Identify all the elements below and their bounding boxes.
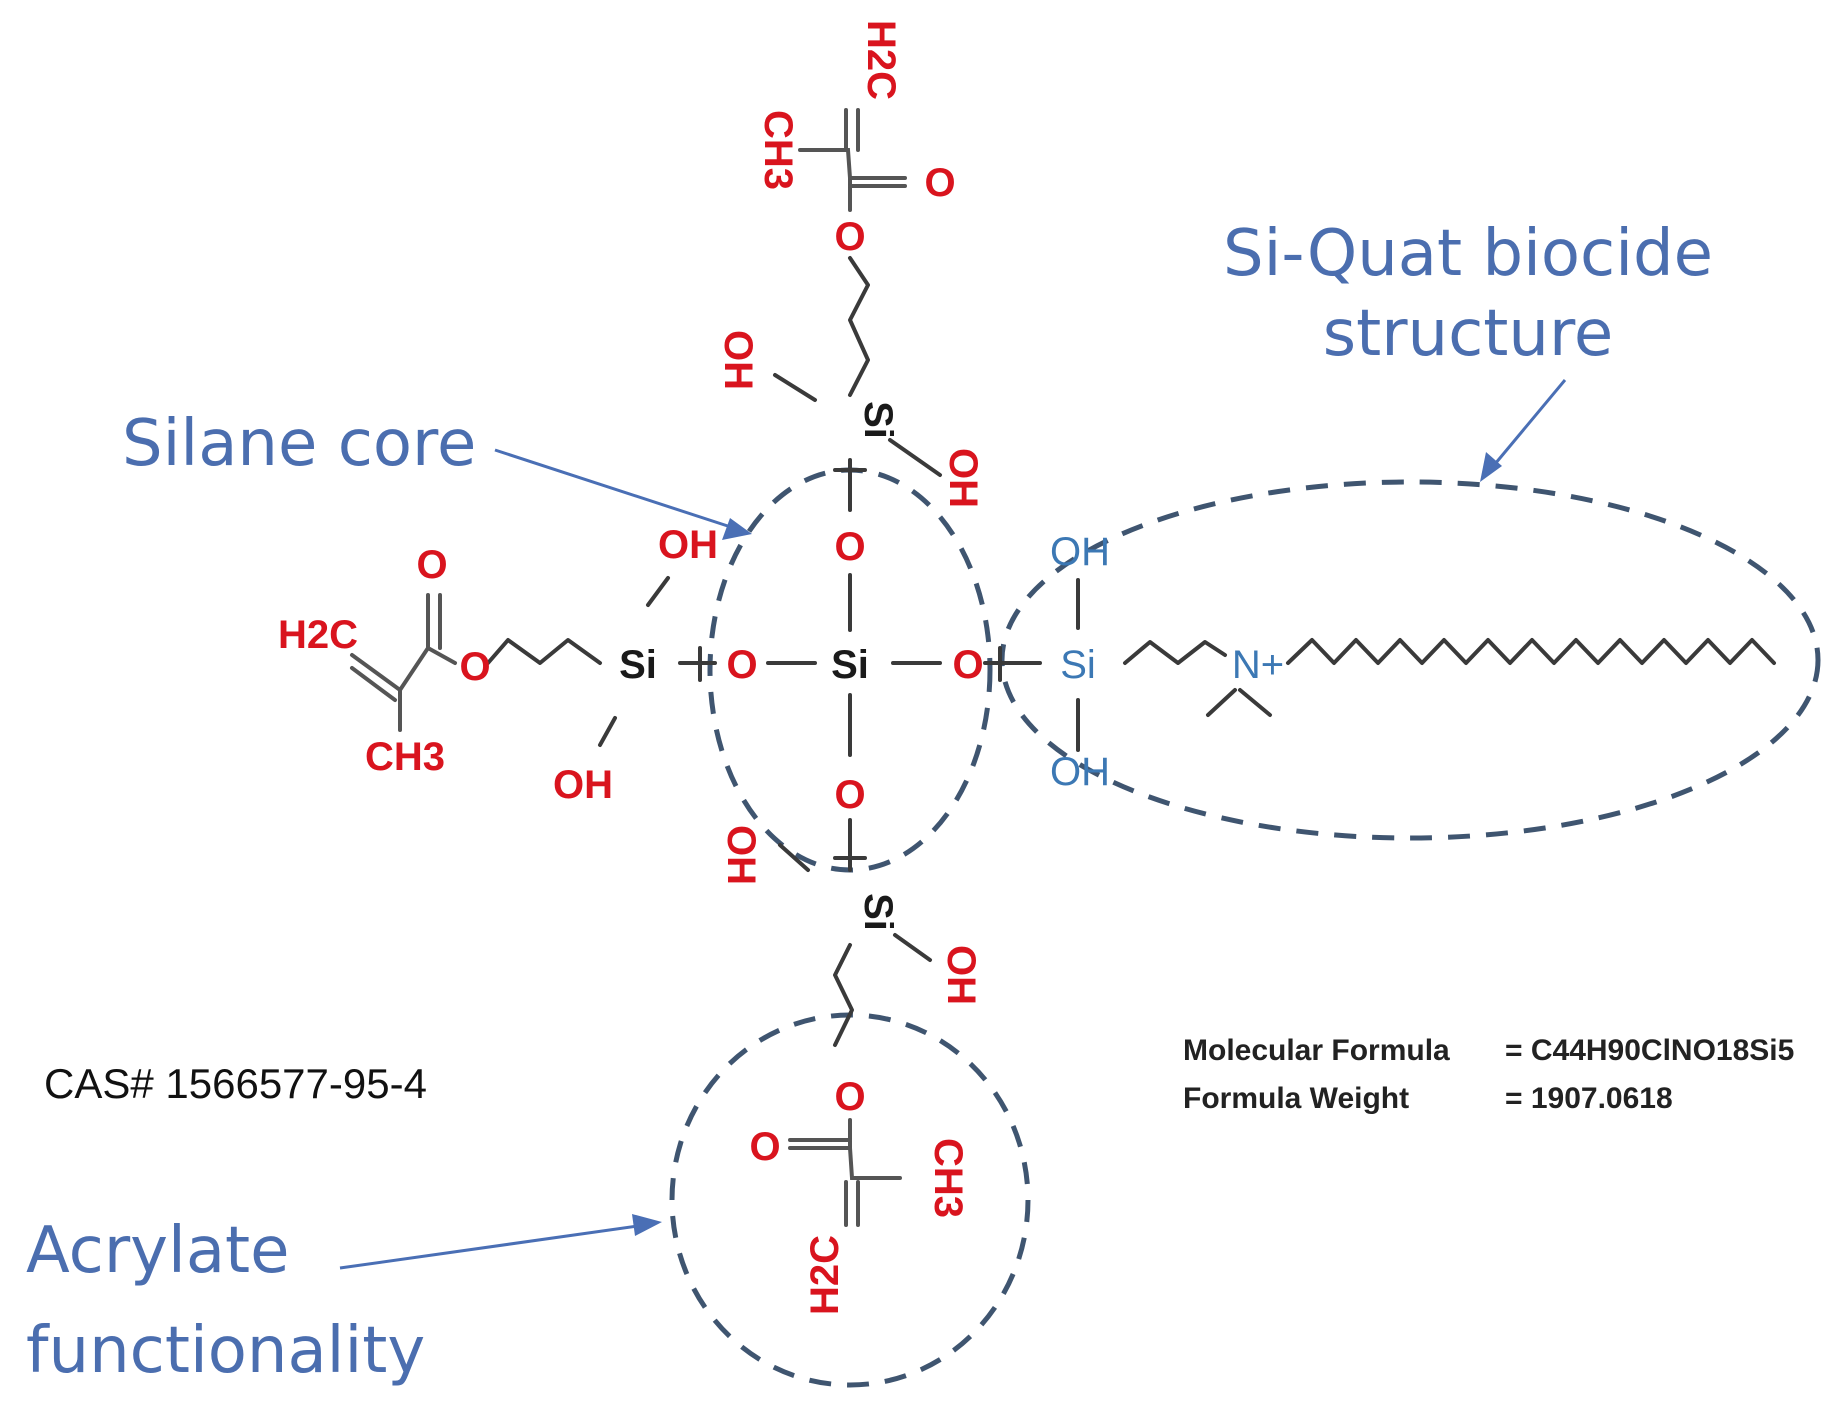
top-arm-atoms: Si OH OH O O CH3 H2C <box>716 20 985 508</box>
core-o-right: O <box>952 643 983 687</box>
acrylate-region <box>669 1012 1031 1388</box>
si-quat-region <box>999 479 1821 841</box>
cas-number: CAS# 1566577-95-4 <box>44 1060 427 1107</box>
bottom-arm-atoms: Si OH OH O O CH3 H2C <box>719 825 983 1315</box>
bottom-o-carbonyl: O <box>749 1125 780 1169</box>
bottom-oh-right: OH <box>939 945 983 1005</box>
top-o-carbonyl: O <box>924 161 955 205</box>
top-arm-bonds <box>773 108 942 477</box>
si-quat-label-line1: Si-Quat biocide <box>1223 217 1713 291</box>
top-h2c: H2C <box>859 20 903 100</box>
bottom-h2c: H2C <box>803 1235 847 1315</box>
left-o-carbonyl: O <box>416 543 447 587</box>
bottom-ch3: CH3 <box>926 1138 970 1218</box>
bottom-oh-left: OH <box>719 825 763 885</box>
top-o-ester: O <box>834 215 865 259</box>
quat-arm-atoms: Si OH OH N+ <box>1050 530 1284 794</box>
top-oh-left: OH <box>716 330 760 390</box>
core-o-bottom: O <box>834 773 865 817</box>
core-o-top: O <box>834 525 865 569</box>
top-ch3: CH3 <box>756 110 800 190</box>
left-si: Si <box>619 643 657 687</box>
formula-block: Molecular Formula = C44H90ClNO18Si5 Form… <box>1183 1034 1794 1115</box>
left-arm-atoms: Si OH OH O O H2C CH3 <box>278 523 718 807</box>
left-ch3: CH3 <box>365 735 445 779</box>
si-quat-label-line2: structure <box>1323 297 1613 371</box>
silane-core-arrow <box>494 448 741 532</box>
acrylate-label-line2: functionality <box>26 1314 425 1388</box>
bottom-arm-bonds <box>778 843 932 1227</box>
molecular-formula-value: = C44H90ClNO18Si5 <box>1505 1034 1794 1067</box>
left-h2c: H2C <box>278 613 358 657</box>
left-oh-bottom: OH <box>553 763 613 807</box>
callout-arrows <box>339 379 1567 1270</box>
top-oh-right: OH <box>941 448 985 508</box>
top-si: Si <box>856 401 900 439</box>
molecular-formula-label: Molecular Formula <box>1183 1034 1450 1067</box>
core-o-left: O <box>726 643 757 687</box>
quat-oh-bottom: OH <box>1050 750 1110 794</box>
quat-arm-bonds <box>1076 578 1776 752</box>
bottom-si: Si <box>856 893 900 931</box>
core-bonds <box>678 458 1042 872</box>
quat-n-plus: N+ <box>1232 643 1284 687</box>
silane-core-label: Silane core <box>122 407 476 481</box>
left-oh-top: OH <box>658 523 718 567</box>
formula-weight-label: Formula Weight <box>1183 1082 1409 1115</box>
left-o-ester: O <box>459 645 490 689</box>
core-atoms: Si O O O O <box>726 525 983 817</box>
bottom-o-ester: O <box>834 1075 865 1119</box>
left-arm-bonds <box>350 576 670 747</box>
si-quat-arrow <box>1488 379 1567 471</box>
acrylate-arrow <box>339 1223 646 1270</box>
core-si: Si <box>831 643 869 687</box>
formula-weight-value: = 1907.0618 <box>1505 1082 1673 1115</box>
quat-oh-top: OH <box>1050 530 1110 574</box>
acrylate-label-line1: Acrylate <box>26 1214 290 1288</box>
quat-si: Si <box>1060 643 1096 687</box>
